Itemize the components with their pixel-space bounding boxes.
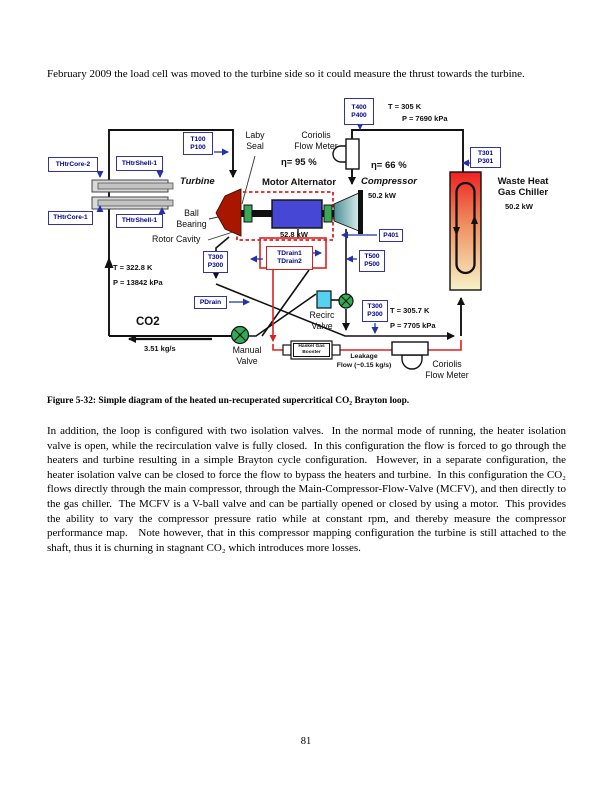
blue-sensor-arrows [96,123,470,334]
body-paragraph: In addition, the loop is configured with… [47,425,569,554]
heater-inlet-temperature: T = 322.8 K [113,263,153,272]
working-fluid-label: CO2 [136,316,160,328]
turbine-efficiency: η= 95 % [281,157,317,168]
motor-power: 52.8 kW [280,230,308,239]
sensor-t100-p100: T100 P100 [183,132,213,155]
compressor-inlet-temperature: T = 305 K [388,102,422,111]
figure-caption: Figure 5-32: Simple diagram of the heate… [47,396,410,406]
haskel-booster-icon [282,340,341,360]
chiller-inlet-temperature: T = 305.7 K [390,306,430,315]
haskel-booster-label: Haskel Gas Booster [293,343,330,357]
turbine-label: Turbine [180,176,215,187]
sensor-t500-p500: T500 P500 [359,250,385,272]
laby-seal-label: Laby Seal [245,130,265,151]
manual-valve-label: Manual Valve [232,345,262,366]
coriolis-meter-top-icon [332,138,360,170]
compressor-power: 50.2 kW [368,191,396,200]
loop-piping [104,129,465,343]
sensor-p401: P401 [379,229,403,242]
motor-shape [271,199,323,229]
sensor-thtrshell-1-bottom: THtrShell-1 [116,214,163,228]
compressor-shape [333,192,360,232]
turbine-shape [215,188,242,237]
mass-flow-label: 3.51 kg/s [144,344,176,353]
leakage-flow-label: Leakage Flow (~0.15 kg/s) [336,353,392,369]
heater-inlet-pressure: P = 13842 kPa [113,278,163,287]
compressor-inlet-pressure: P = 7690 kPa [402,114,448,123]
sensor-t301-p301: T301 P301 [470,147,501,168]
bearing-blocks [243,204,333,223]
sensor-t300-p300-right: T300 P300 [362,300,388,322]
chiller-loop-arrow-down [453,227,460,236]
manual-valve-icon [230,325,250,345]
chiller-power: 50.2 kW [505,202,533,211]
chiller-loop-arrow-up [471,215,478,224]
coriolis-bottom-label: Coriolis Flow Meter [425,359,469,380]
sensor-thtrshell-1-top: THtrShell-1 [116,156,163,171]
ball-bearing-label: Ball Bearing [176,208,207,229]
compressor-efficiency: η= 66 % [371,160,407,171]
recirc-actuator [316,290,332,309]
coriolis-top-label: Coriolis Flow Meter [294,130,338,151]
page-number: 81 [300,736,312,747]
heater-bars [91,179,174,210]
compressor-face [358,190,363,234]
recirc-valve-icon [316,290,354,309]
compressor-label: Compressor [361,176,417,187]
recirc-valve-label: Recirc Valve [309,310,335,331]
sensor-thtrcore-1: THtrCore-1 [48,211,93,225]
motor-alternator-label: Motor Alternator [262,177,337,188]
rotor-cavity-label: Rotor Cavity [152,234,201,244]
waste-heat-gas-chiller-label: Waste Heat Gas Chiller [497,176,549,198]
sensor-pdrain: PDrain [194,296,227,309]
intro-paragraph: February 2009 the load cell was moved to… [47,68,525,80]
sensor-tdrain: TDrain1 TDrain2 [266,246,313,270]
chiller-inlet-pressure: P = 7705 kPa [390,321,436,330]
coriolis-meter-bottom-icon [391,341,429,370]
sensor-thtrcore-2: THtrCore-2 [48,157,98,172]
sensor-t400-p400: T400 P400 [344,98,374,125]
sensor-t300-p300-left: T300 P300 [203,251,228,273]
